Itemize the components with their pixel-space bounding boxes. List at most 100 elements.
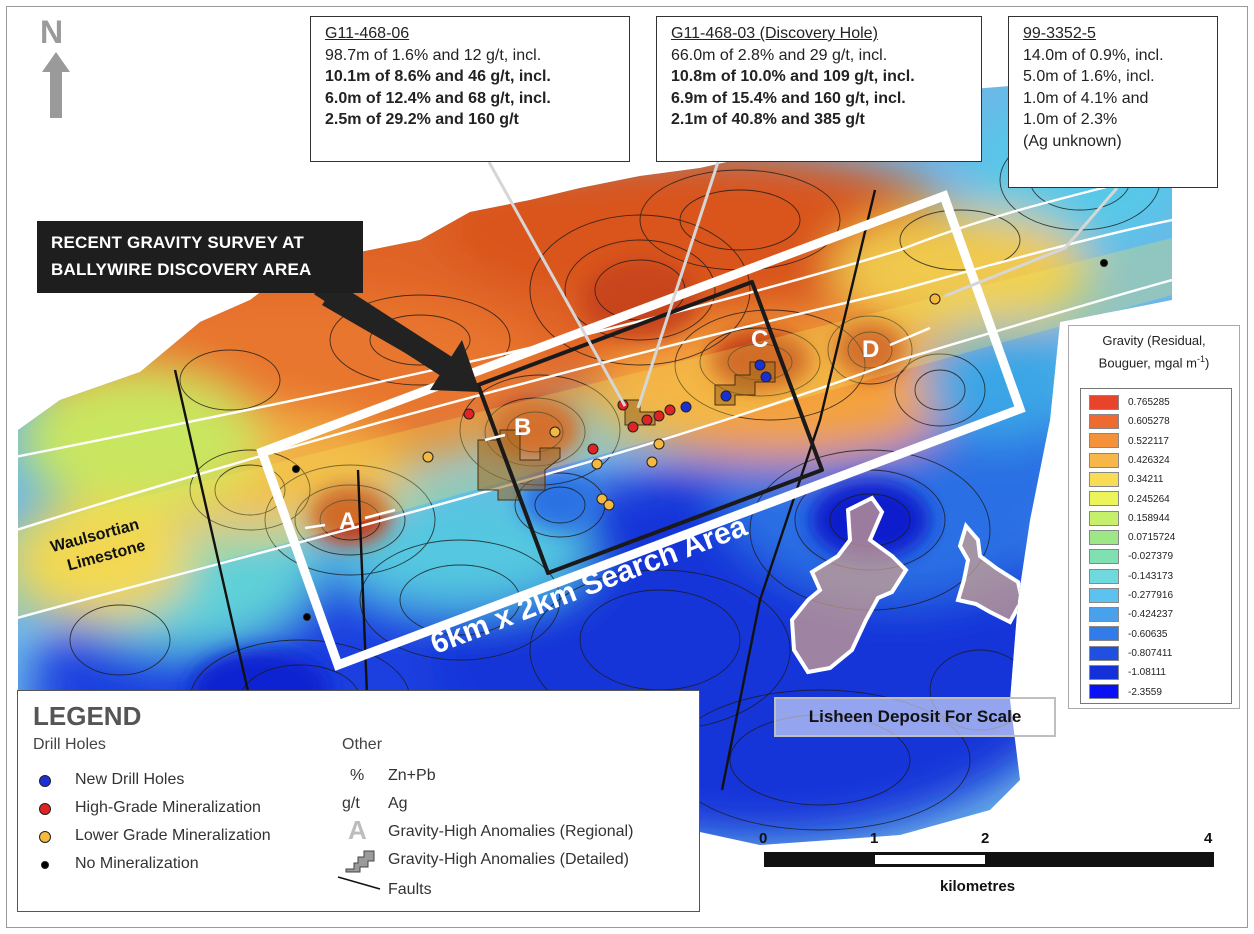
callout-line: (Ag unknown) — [1023, 132, 1122, 150]
callout-g11-468-03: G11-468-03 (Discovery Hole) 66.0m of 2.8… — [656, 16, 982, 162]
gravity-swatch — [1089, 394, 1119, 410]
gravity-swatch — [1089, 414, 1119, 430]
north-arrow-icon — [42, 52, 70, 118]
gravity-legend-item: -0.277916 — [1089, 587, 1173, 605]
gravity-legend-item: 0.522117 — [1089, 433, 1169, 451]
gravity-title-line-1: Gravity (Residual, — [1102, 333, 1206, 348]
gravity-value: -0.277916 — [1128, 590, 1174, 601]
gravity-legend-item: 0.34211 — [1089, 471, 1163, 489]
gravity-swatch — [1089, 472, 1119, 488]
gravity-swatch — [1089, 549, 1119, 565]
gravity-legend-item: 0.765285 — [1089, 394, 1170, 412]
legend-symbol-percent: % — [350, 767, 365, 784]
gravity-legend-item: 0.158944 — [1089, 510, 1170, 528]
gravity-swatch — [1089, 607, 1119, 623]
gravity-value: 0.426324 — [1128, 454, 1170, 466]
callout-line: 1.0m of 2.3% — [1023, 111, 1118, 128]
callout-line: 6.0m of 12.4% and 68 g/t, incl. — [325, 89, 551, 107]
gravity-legend-item: 0.605278 — [1089, 413, 1170, 431]
gravity-value: -1.08111 — [1128, 667, 1166, 679]
gravity-swatch — [1089, 491, 1119, 507]
legend-item-none: No Mineralization — [75, 855, 199, 872]
gravity-value: 0.522117 — [1128, 435, 1169, 447]
scale-tick-4: 4 — [1204, 830, 1213, 847]
gravity-swatch — [1089, 626, 1119, 642]
gravity-legend-item: -0.807411 — [1089, 645, 1172, 663]
gravity-swatch — [1089, 645, 1119, 661]
callout-99-3352-5: 99-3352-5 14.0m of 0.9%, incl. 5.0m of 1… — [1008, 16, 1218, 188]
callout-leader-lines — [487, 161, 1119, 409]
legend-symbol-gt: g/t — [342, 795, 360, 812]
fault-line-icon — [337, 876, 381, 890]
legend-other-title: Other — [342, 736, 383, 753]
legend-title: LEGEND — [33, 701, 142, 731]
gravity-swatch — [1089, 452, 1119, 468]
legend-drill-title: Drill Holes — [33, 736, 106, 753]
survey-label-line-1: RECENT GRAVITY SURVEY AT — [51, 233, 304, 252]
gravity-legend-item: -0.424237 — [1089, 606, 1173, 624]
gravity-swatch — [1089, 510, 1119, 526]
gravity-title-sup: -1 — [1196, 354, 1205, 364]
callout-line: 2.1m of 40.8% and 385 g/t — [671, 111, 865, 128]
gravity-legend-title: Gravity (Residual, Bouguer, mgal m-1) — [1072, 331, 1236, 372]
gravity-legend-item: 0.0715724 — [1089, 529, 1175, 547]
gravity-swatch — [1089, 568, 1119, 584]
scale-tick-1: 1 — [870, 830, 879, 847]
gravity-legend-item: 0.426324 — [1089, 452, 1170, 470]
legend: LEGEND Drill Holes Other New Drill Holes… — [17, 690, 700, 912]
legend-item-high: High-Grade Mineralization — [75, 799, 261, 816]
callout-line: 10.8m of 10.0% and 109 g/t, incl. — [671, 68, 915, 85]
gravity-title-line-2: Bouguer, mgal m — [1098, 355, 1197, 371]
gravity-swatch — [1089, 433, 1119, 449]
gravity-value: -0.60635 — [1128, 628, 1168, 640]
callout-line: 2.5m of 29.2% and 160 g/t — [325, 111, 519, 128]
gravity-swatch — [1089, 587, 1119, 603]
scale-bar — [764, 852, 1214, 867]
gravity-swatch — [1089, 665, 1119, 681]
callout-title: G11-468-03 (Discovery Hole) — [671, 25, 878, 42]
legend-dot-new — [39, 775, 51, 787]
legend-dot-none — [41, 861, 49, 869]
gravity-value: -0.807411 — [1128, 647, 1173, 659]
legend-item-znpb: Zn+Pb — [388, 767, 436, 784]
recent-survey-box — [476, 280, 824, 575]
gravity-value: 0.245264 — [1128, 493, 1170, 505]
gravity-value: 0.0715724 — [1128, 532, 1176, 544]
callout-title: G11-468-06 — [325, 25, 410, 42]
recent-survey-label: RECENT GRAVITY SURVEY AT BALLYWIRE DISCO… — [37, 221, 363, 293]
anomaly-leader-lines — [304, 326, 931, 530]
scale-unit: kilometres — [940, 878, 1016, 895]
detailed-polygon-icon — [345, 850, 375, 873]
gravity-title-end: ) — [1204, 355, 1210, 371]
legend-dot-lower — [39, 831, 51, 843]
search-area-rectangle — [256, 190, 1026, 671]
scale-tick-2: 2 — [981, 830, 990, 847]
lisheen-deposit-outline — [789, 495, 1025, 675]
callout-title: 99-3352-5 — [1023, 25, 1096, 42]
scale-tick-0: 0 — [759, 830, 768, 847]
callout-line: 10.1m of 8.6% and 46 g/t, incl. — [325, 68, 551, 85]
gravity-value: 0.158944 — [1128, 512, 1170, 524]
legend-item-new: New Drill Holes — [75, 771, 185, 788]
legend-item-lower: Lower Grade Mineralization — [75, 827, 271, 844]
legend-dot-high — [39, 803, 51, 815]
gravity-legend-item: -0.027379 — [1089, 548, 1173, 566]
callout-line: 6.9m of 15.4% and 160 g/t, incl. — [671, 89, 906, 107]
fault-lines — [173, 189, 877, 791]
survey-label-line-2: BALLYWIRE DISCOVERY AREA — [51, 260, 312, 279]
callout-line: 1.0m of 4.1% and — [1023, 89, 1149, 107]
gravity-value: -2.3559 — [1128, 686, 1162, 698]
lisheen-label: Lisheen Deposit For Scale — [774, 697, 1056, 737]
callout-line: 66.0m of 2.8% and 29 g/t, incl. — [671, 46, 888, 64]
callout-line: 14.0m of 0.9%, incl. — [1023, 46, 1164, 64]
gravity-value: -0.027379 — [1128, 551, 1174, 563]
gravity-legend-item: -0.143173 — [1089, 568, 1173, 586]
gravity-swatch — [1089, 529, 1119, 545]
anomaly-label-a: A — [339, 508, 357, 535]
north-label: N — [40, 14, 64, 50]
gravity-value: -0.424237 — [1128, 609, 1174, 621]
detailed-gravity-polygons — [477, 361, 776, 501]
anomaly-label-d: D — [862, 336, 880, 363]
drill-hole-markers — [292, 259, 1144, 621]
gravity-legend-item: -0.60635 — [1089, 626, 1167, 644]
